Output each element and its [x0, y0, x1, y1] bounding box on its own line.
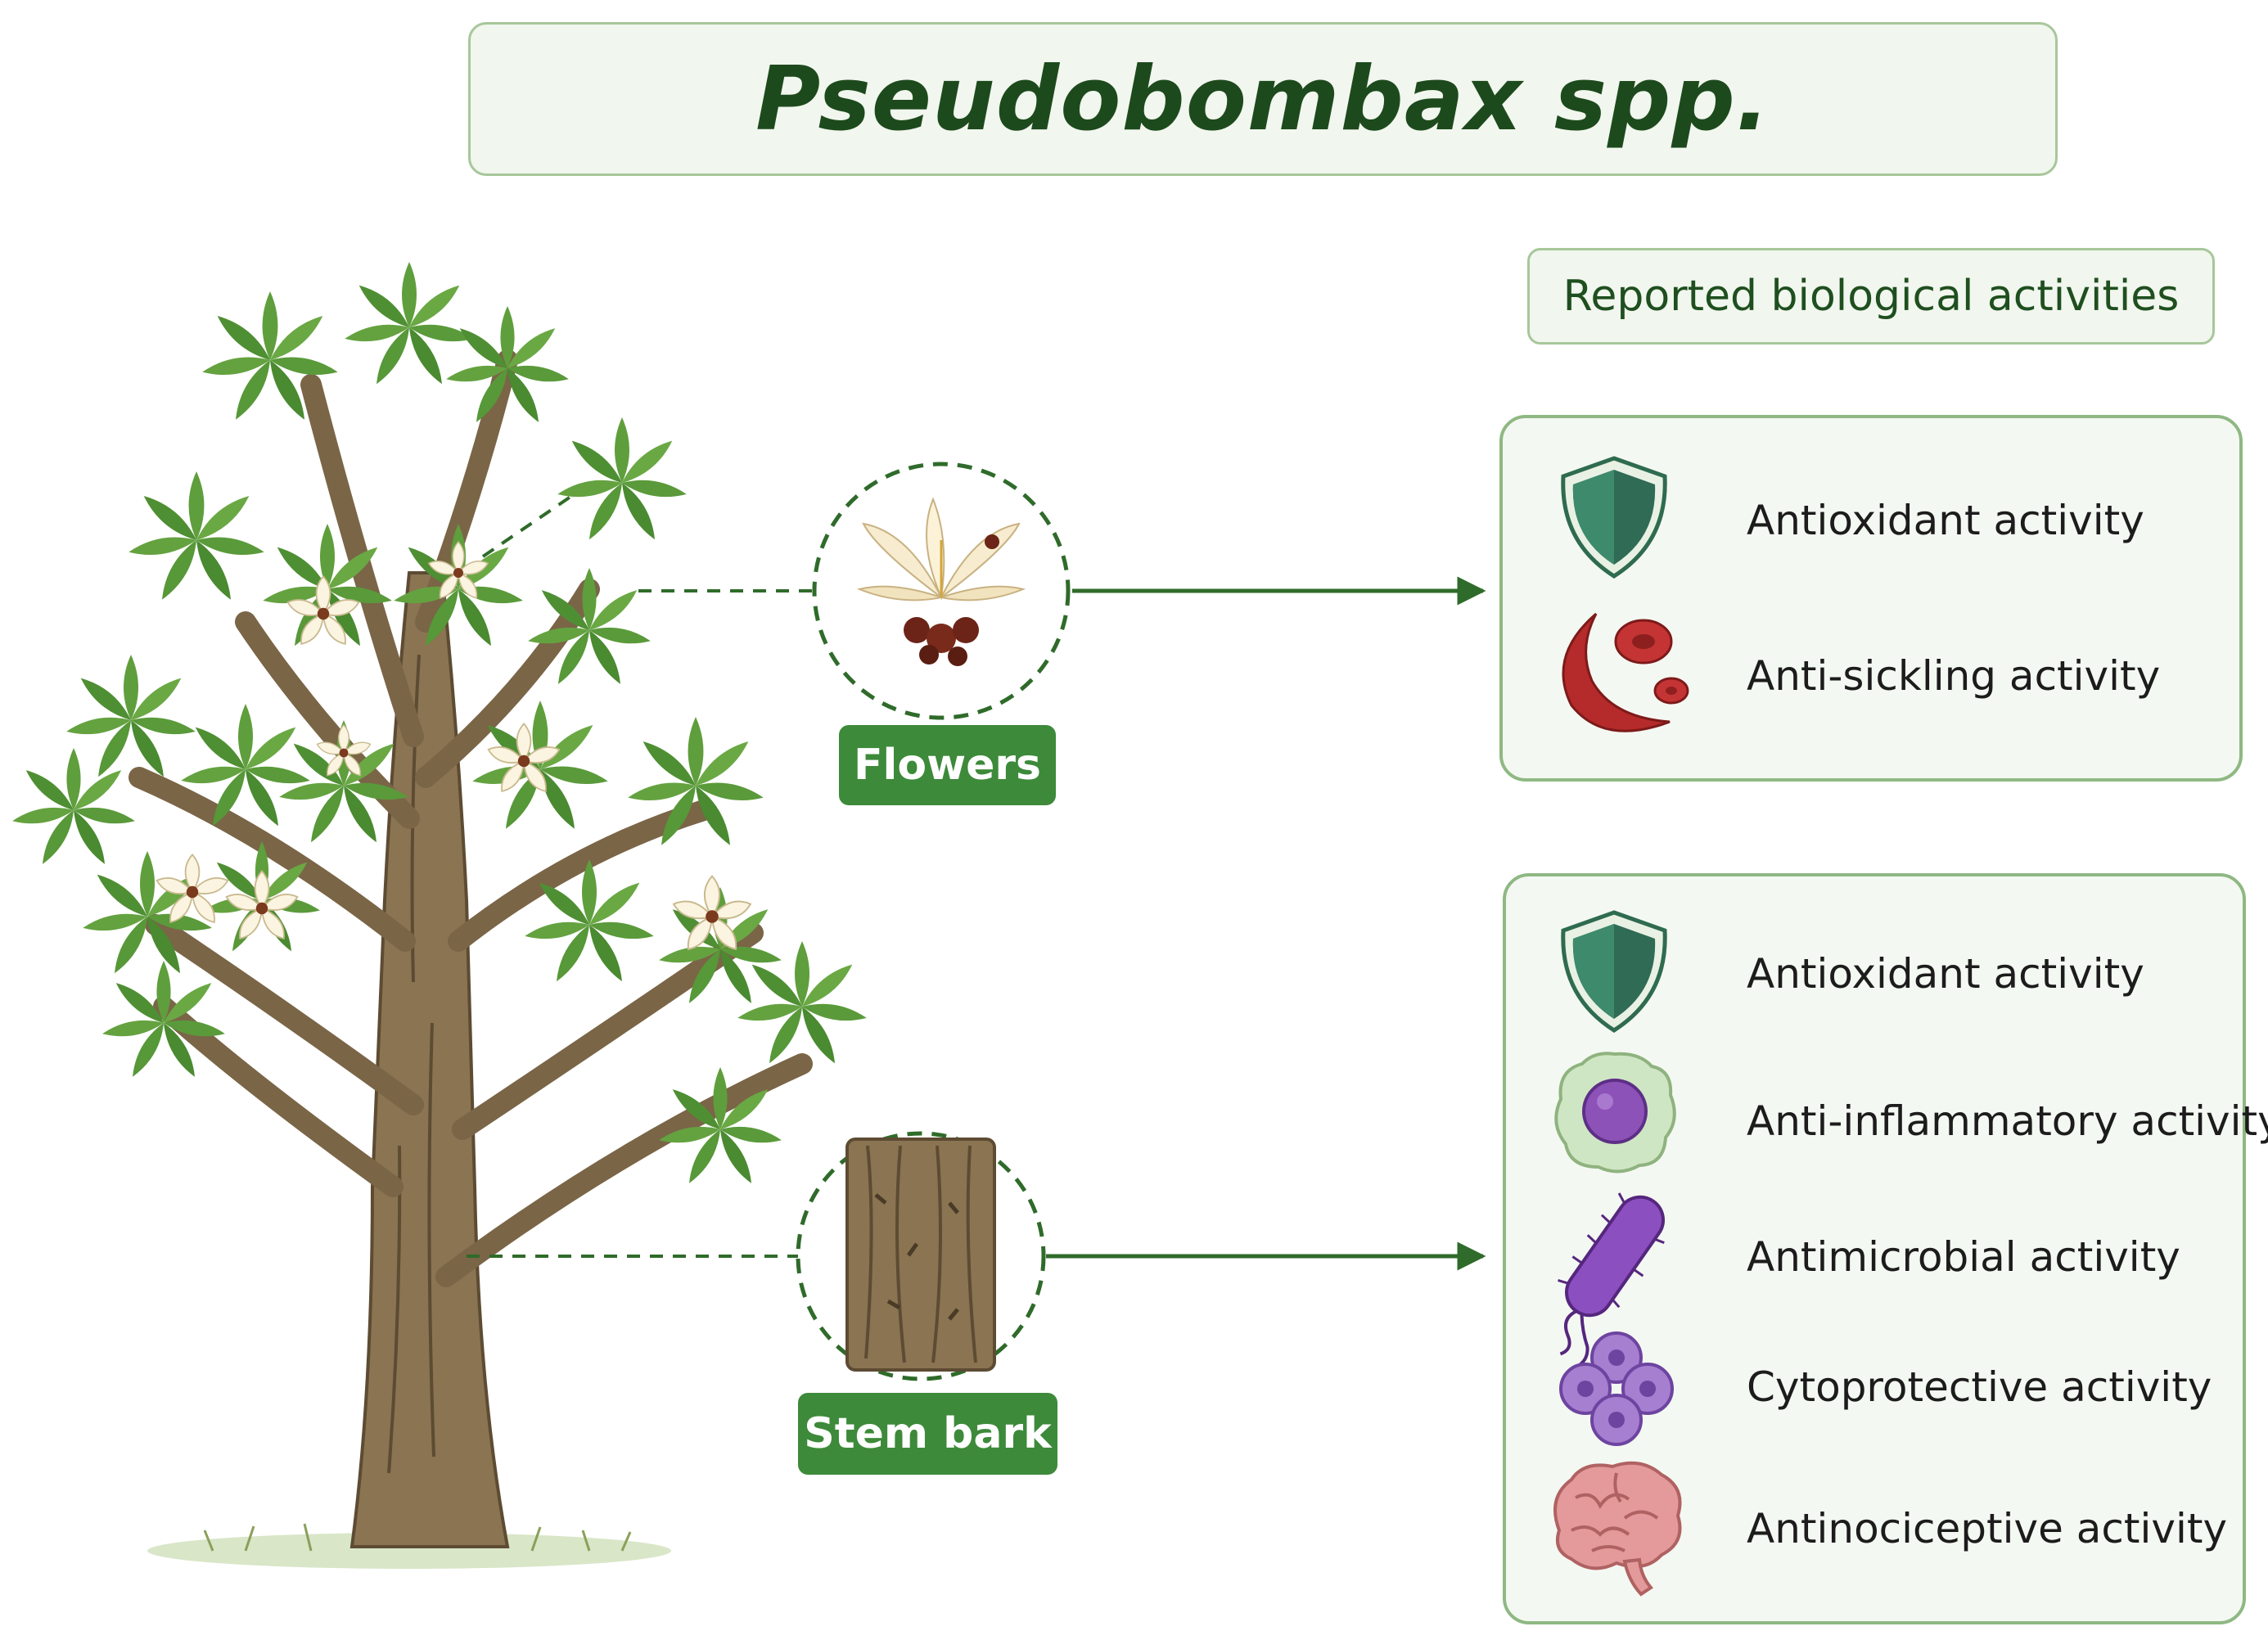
- flowers-tag: Flowers: [839, 725, 1056, 805]
- shield-icon: [1561, 910, 1667, 1033]
- immune-cell-icon: [1554, 1052, 1676, 1174]
- brain-icon: [1553, 1461, 1682, 1597]
- bark-activity-antimicrobial: Antimicrobial activity: [1747, 1233, 2180, 1281]
- bark-activity-anti-inflammatory: Anti-inflammatory activity: [1747, 1097, 2268, 1145]
- page-title: Pseudobombax spp.: [755, 47, 1770, 151]
- flower-icon: [856, 497, 1026, 666]
- bark-activity-antinociceptive: Antinociceptive activity: [1747, 1505, 2228, 1552]
- red-blood-cell-icon: [1562, 612, 1689, 732]
- bacterium-icon: [1558, 1192, 1665, 1368]
- shield-icon: [1561, 456, 1667, 579]
- cell-cluster-icon: [1559, 1331, 1674, 1446]
- stem-bark-tag: Stem bark: [798, 1393, 1057, 1475]
- flowers-activity-anti-sickling: Anti-sickling activity: [1747, 652, 2161, 700]
- flowers-callout: [812, 462, 1071, 720]
- subtitle-box: Reported biological activities: [1527, 248, 2215, 345]
- bark-icon: [845, 1138, 996, 1372]
- bark-activity-cytoprotective: Cytoprotective activity: [1747, 1363, 2212, 1411]
- tree-illustration: [11, 262, 868, 1569]
- bark-activity-antioxidant: Antioxidant activity: [1747, 950, 2144, 998]
- subtitle: Reported biological activities: [1562, 272, 2180, 321]
- flowers-activity-antioxidant: Antioxidant activity: [1747, 497, 2144, 544]
- title-box: Pseudobombax spp.: [468, 22, 2058, 176]
- stem-bark-callout: [796, 1131, 1046, 1381]
